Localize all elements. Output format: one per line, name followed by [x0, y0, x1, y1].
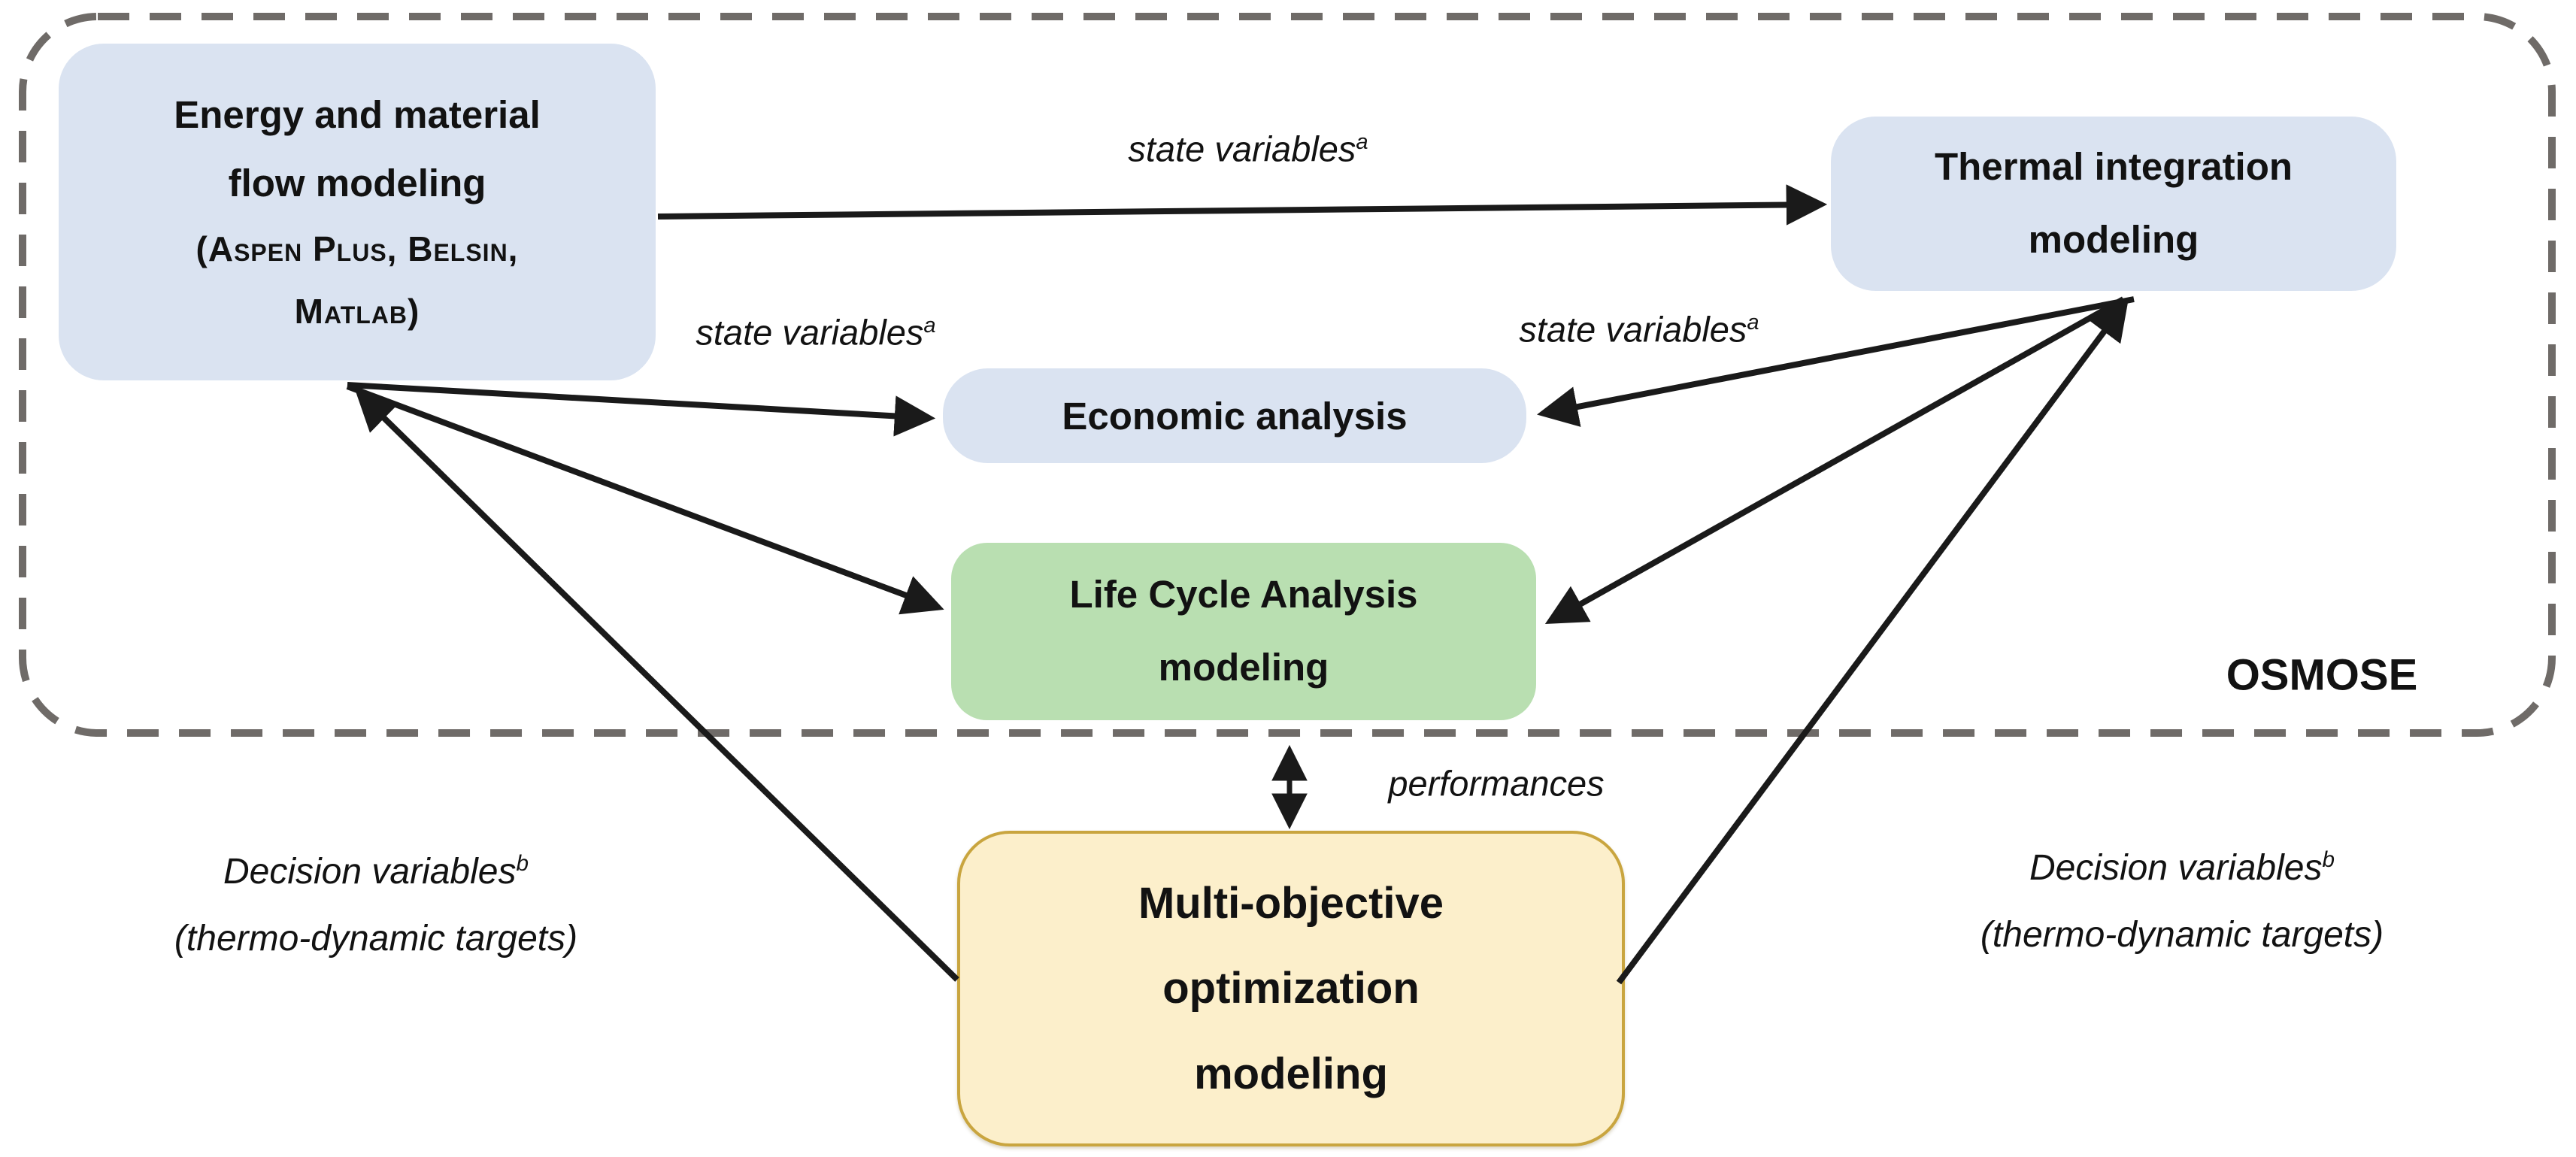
superscript-a: a [1747, 310, 1759, 335]
thermal-box-line: Thermal integration [1934, 145, 2293, 189]
optimization-box-line: Multi-objective [1138, 879, 1444, 928]
energy-box-line: flow modeling [228, 162, 486, 205]
decision-variables-label-right: Decision variablesb (thermo-dynamic targ… [1980, 847, 2384, 955]
state-variables-label-right: state variablesa [1519, 309, 1759, 350]
thermal-box-line: modeling [2028, 218, 2199, 261]
performances-label: performances [1388, 763, 1605, 804]
lca-box-line: modeling [1158, 646, 1329, 689]
state-variables-label-left: state variablesa [696, 312, 936, 353]
state-variables-label-top: state variablesa [1128, 129, 1368, 169]
energy-box-tools-line: (Aspen Plus, Belsin, [195, 229, 519, 268]
arrow-energy-to-economic [347, 382, 936, 437]
optimization-box-line: modeling [1194, 1049, 1388, 1098]
arrow-energy-to-thermal [657, 184, 1828, 226]
multi-objective-optimization-box: Multi-objective optimization modeling [957, 831, 1625, 1146]
energy-box-line: Energy and material [174, 93, 541, 137]
thermal-integration-box: Thermal integration modeling [1831, 117, 2396, 291]
superscript-a: a [923, 313, 936, 338]
osmose-label: OSMOSE [2226, 650, 2418, 700]
superscript-a: a [1356, 129, 1368, 154]
energy-box-tools-line: Matlab) [294, 291, 420, 331]
optimization-box-line: optimization [1162, 964, 1420, 1013]
life-cycle-analysis-box: Life Cycle Analysis modeling [951, 543, 1536, 720]
arrow-energy-to-lca [346, 383, 944, 615]
energy-material-flow-box: Energy and material flow modeling (Aspen… [59, 44, 656, 380]
economic-analysis-box: Economic analysis [943, 368, 1526, 463]
economic-box-line: Economic analysis [1062, 394, 1408, 438]
superscript-b: b [2322, 847, 2335, 873]
decision-variables-label-left: Decision variablesb (thermo-dynamic targ… [174, 851, 578, 959]
lca-box-line: Life Cycle Analysis [1069, 573, 1418, 616]
superscript-b: b [516, 851, 529, 877]
